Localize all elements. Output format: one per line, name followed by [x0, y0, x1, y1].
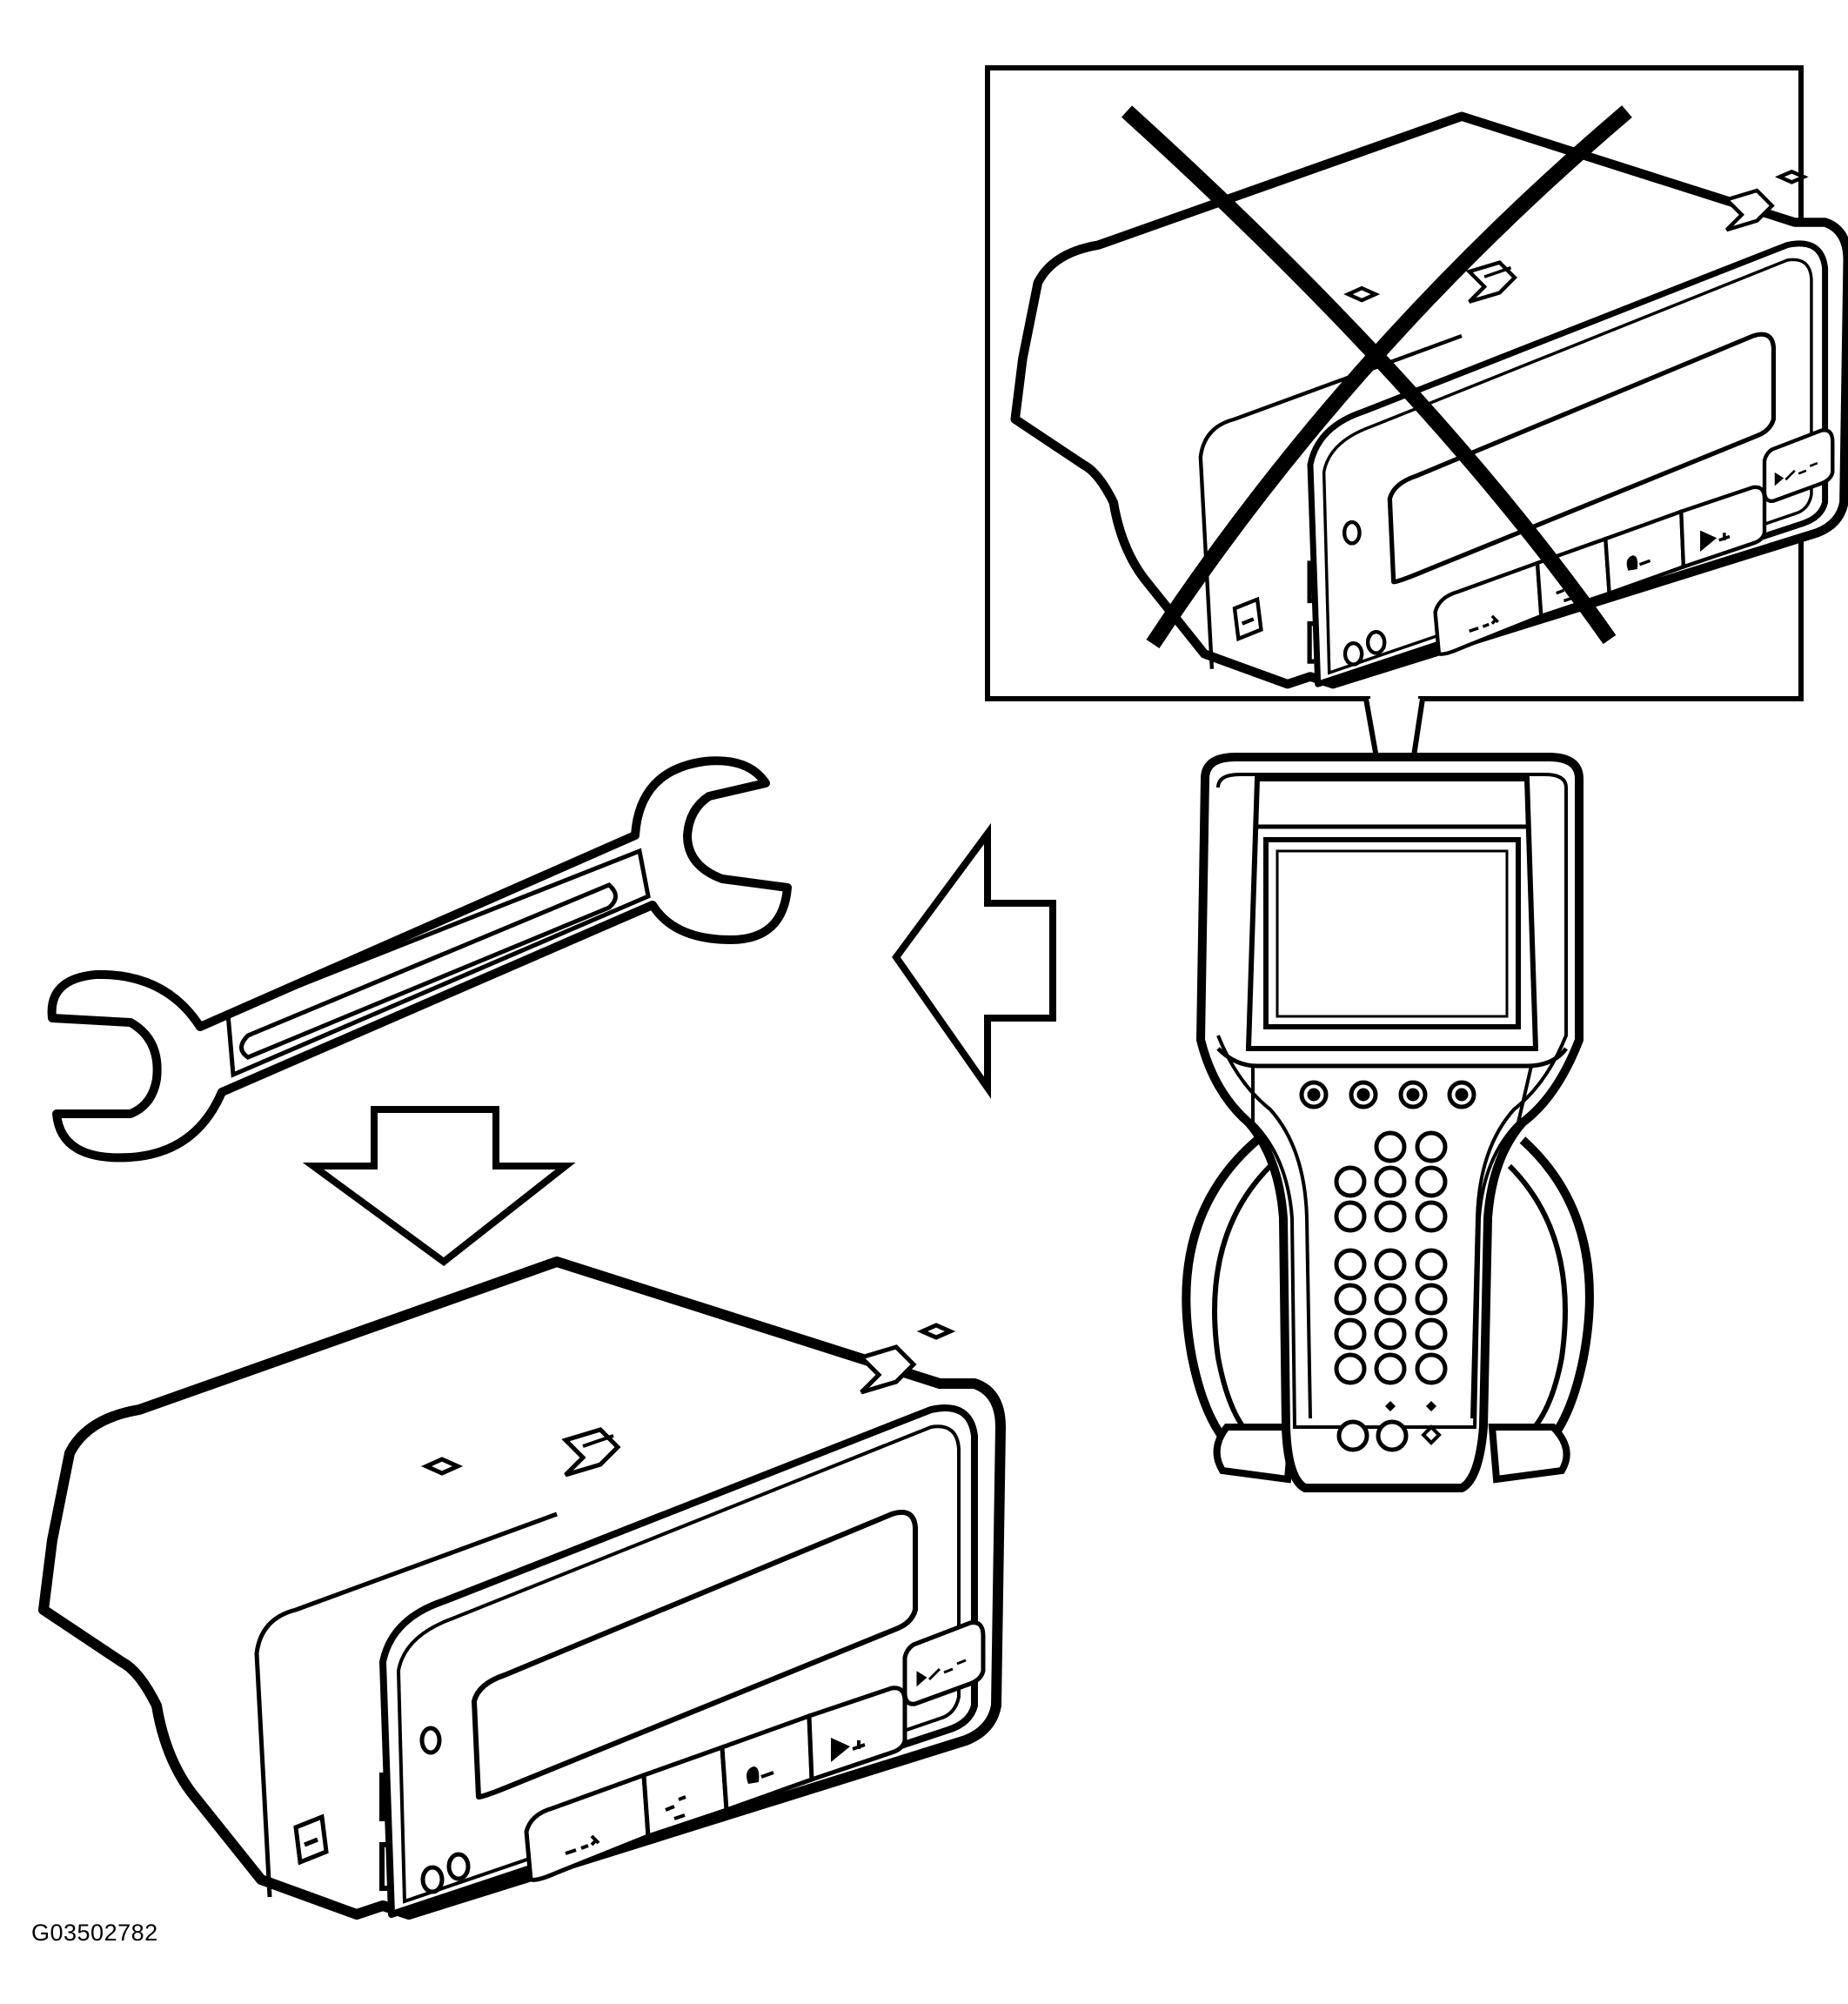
figure-code-label: G03502782	[31, 1920, 158, 1946]
tachograph-unit-icon	[44, 1262, 1001, 1914]
scan-tool-icon	[1182, 753, 1594, 1492]
left-arrow-icon	[892, 822, 1056, 1099]
crossed-out-icon	[1121, 105, 1632, 648]
down-arrow-icon	[302, 1106, 576, 1267]
open-end-wrench-icon	[47, 756, 792, 1163]
incorrect-view-panel	[985, 65, 1848, 701]
